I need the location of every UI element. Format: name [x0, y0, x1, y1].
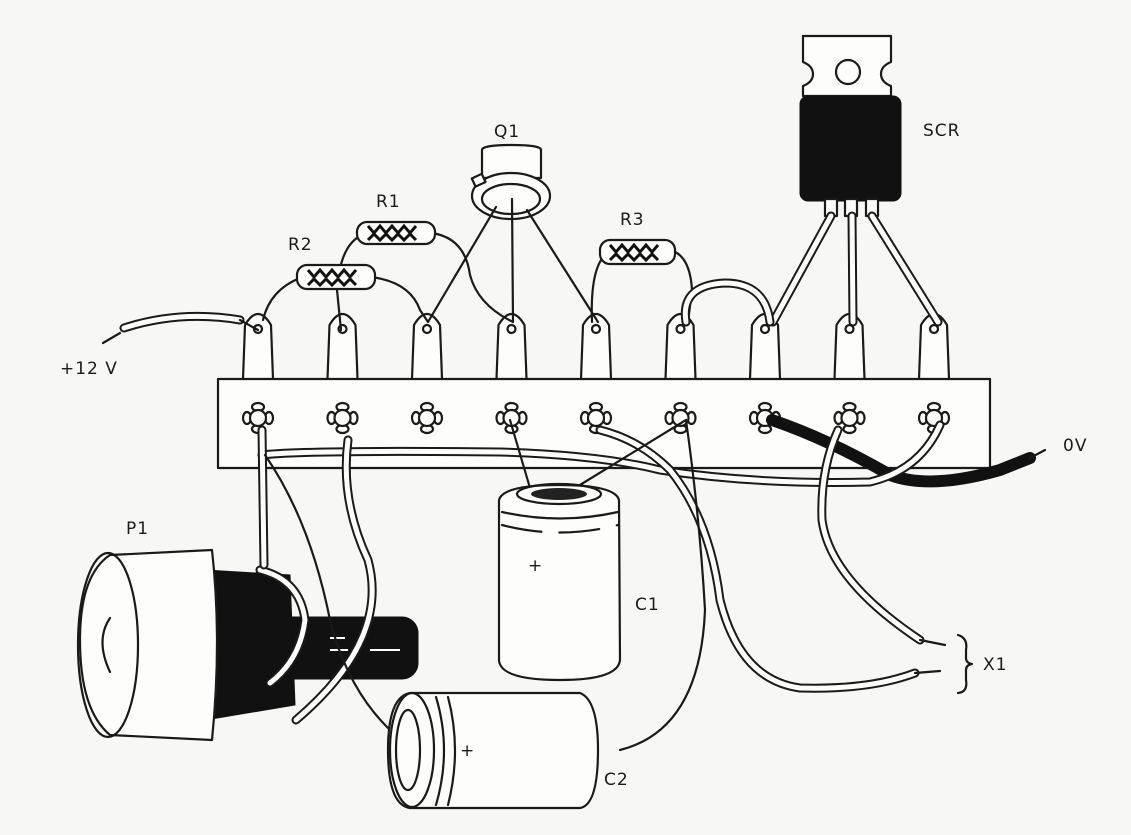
r3-label: R3 [620, 210, 645, 230]
terminal-eyelet [917, 401, 951, 435]
p1-label: P1 [126, 519, 149, 539]
r1-label: R1 [376, 192, 401, 212]
c1-polarity: + [528, 556, 543, 576]
q1-label: Q1 [494, 122, 520, 142]
terminal-lug [326, 312, 359, 380]
terminal-eyelet [326, 401, 359, 435]
scr-body [799, 95, 902, 202]
r2-label: R2 [288, 235, 313, 255]
terminal-lug-hole [675, 323, 686, 335]
r3-resistor [590, 238, 694, 324]
terminal-eyelet [495, 401, 528, 435]
terminal-lug-hole [506, 323, 517, 335]
supply-wire [101, 311, 260, 345]
terminal-lug [410, 312, 444, 380]
q1-tab [470, 172, 487, 188]
scr-label: SCR [923, 121, 960, 141]
terminal-lug-hole [759, 323, 771, 335]
terminal-lug-hole [590, 323, 602, 335]
terminal-lug [664, 312, 697, 380]
x1-brace [956, 633, 974, 695]
p1-bushing [204, 569, 296, 721]
terminal-eyelet [833, 401, 866, 435]
terminal-eyelets [241, 401, 951, 435]
terminal-lug-hole [337, 323, 348, 335]
ground-label: 0V [1063, 436, 1087, 456]
scr-heatsink-tab [801, 34, 893, 98]
terminal-lug [495, 312, 528, 380]
terminal-eyelet [664, 401, 697, 435]
terminal-lug-hole [928, 323, 940, 335]
p1-potentiometer [76, 548, 419, 742]
q1-flange [470, 171, 552, 221]
terminal-strip [216, 312, 992, 470]
c2-label: C2 [604, 770, 629, 790]
c2-capacitor [386, 691, 600, 810]
terminal-lug-hole [844, 323, 855, 335]
terminal-lug [579, 312, 613, 380]
q1-transistor [426, 143, 600, 324]
x1-label: X1 [983, 655, 1007, 675]
terminal-lug [241, 312, 275, 380]
scr-component [768, 34, 943, 327]
r2-resistor [261, 263, 430, 324]
terminal-eyelet [410, 401, 444, 435]
terminal-eyelet [748, 401, 782, 435]
c2-body [386, 691, 600, 810]
c1-label: C1 [635, 595, 660, 615]
c2-polarity: + [460, 741, 475, 761]
terminal-lugs [241, 312, 951, 380]
p1-housing [78, 548, 219, 742]
c1-capacitor [497, 482, 622, 682]
scr-mounting-hole [834, 58, 862, 86]
q1-cap [480, 143, 543, 180]
terminal-lug-hole [421, 323, 433, 335]
supply-positive-label: +12 V [60, 359, 118, 379]
terminal-eyelet [579, 401, 613, 435]
